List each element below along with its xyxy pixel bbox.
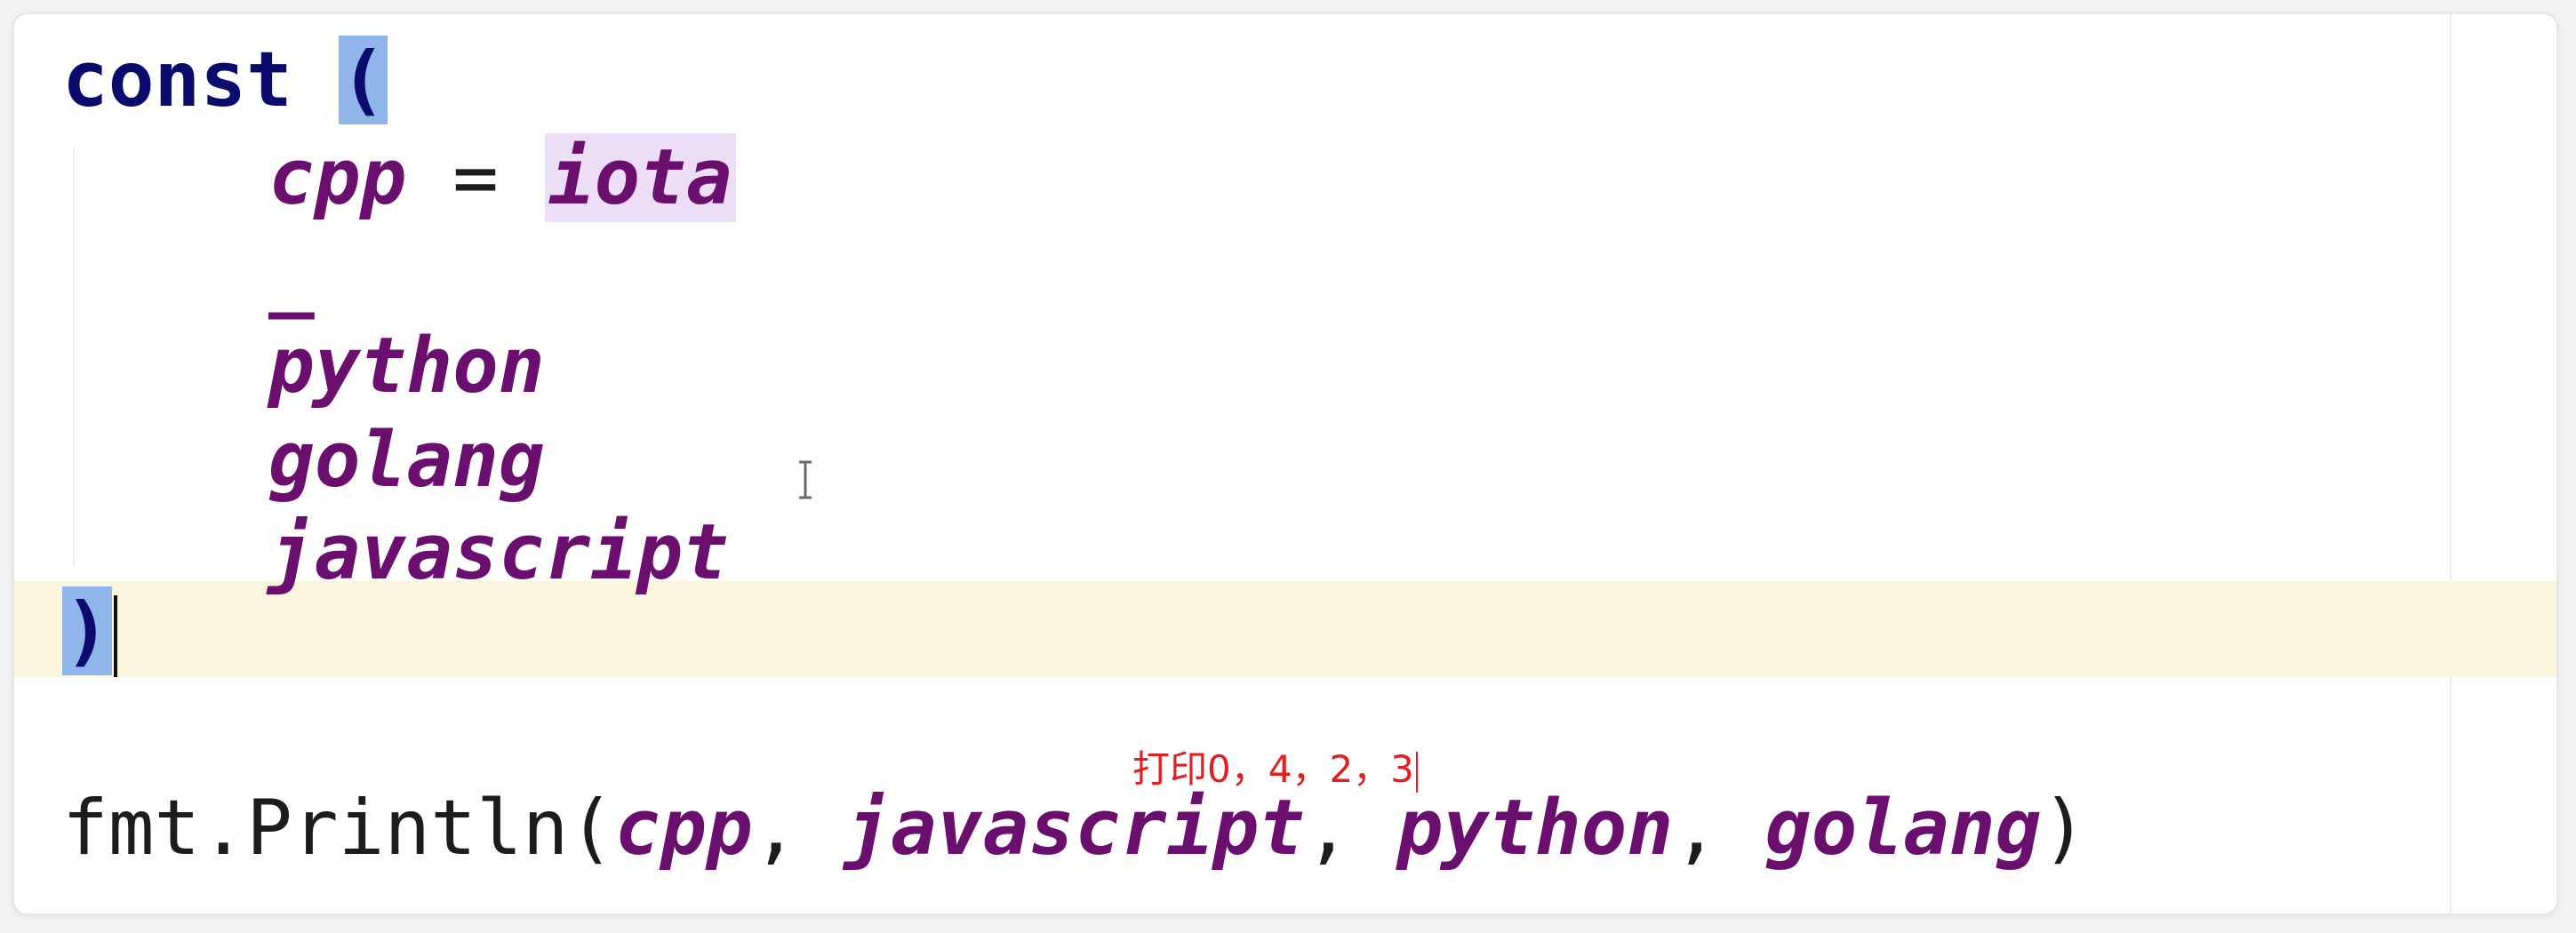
open-paren-matched: (: [338, 36, 388, 124]
code-line-golang[interactable]: golang: [268, 416, 545, 505]
close-paren-matched: ): [62, 586, 112, 675]
annotation-text: 打印0，4，2，3: [1132, 747, 1414, 791]
golang-identifier: golang: [268, 416, 545, 505]
arg-python: python: [1396, 784, 1674, 873]
cpp-identifier: cpp: [268, 133, 407, 222]
code-editor[interactable]: const ( cpp = iota _ python golang javas…: [14, 14, 2556, 913]
text-ibeam-cursor-icon: [799, 460, 812, 499]
arg-separator: ,: [752, 784, 845, 873]
arg-separator: ,: [1305, 784, 1397, 873]
code-line-const[interactable]: const (: [62, 36, 388, 124]
code-line-blank[interactable]: _: [268, 231, 315, 320]
javascript-identifier: javascript: [268, 508, 729, 597]
current-line-highlight: [14, 581, 2556, 677]
arg-separator: ,: [1673, 784, 1765, 873]
python-identifier: python: [268, 322, 545, 411]
code-line-python[interactable]: python: [268, 322, 545, 411]
output-annotation: 打印0，4，2，3: [1132, 745, 1418, 794]
blank-identifier: _: [268, 231, 315, 320]
annotation-caret: [1415, 751, 1418, 793]
right-margin-guide: [2450, 14, 2452, 913]
code-line-println[interactable]: fmt.Println(cpp, javascript, python, gol…: [62, 784, 2087, 873]
code-line-javascript[interactable]: javascript: [268, 508, 729, 597]
arg-cpp: cpp: [614, 784, 753, 873]
code-line-close-paren[interactable]: ): [62, 586, 117, 677]
const-keyword: const: [62, 36, 292, 124]
indent-guide: [73, 148, 75, 565]
arg-javascript: javascript: [844, 784, 1305, 873]
arg-golang: golang: [1764, 784, 2042, 873]
iota-identifier: iota: [544, 133, 736, 222]
assign-operator: =: [406, 133, 545, 222]
text-caret: [113, 594, 117, 677]
println-close-paren: ): [2041, 784, 2088, 873]
println-call: fmt.Println(: [62, 784, 615, 873]
code-line-cpp[interactable]: cpp = iota: [268, 133, 736, 222]
